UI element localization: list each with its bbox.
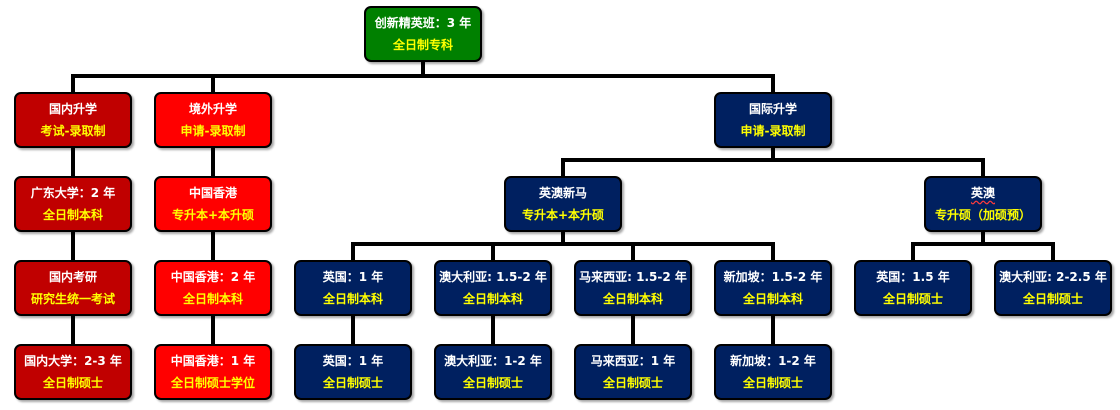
node-title: 国际升学	[748, 102, 797, 116]
node-subtitle: 全日制本科	[602, 292, 663, 306]
node-subtitle: 全日制硕士学位	[170, 376, 255, 390]
node-overseas-head: 境外升学 申请-录取制	[154, 92, 272, 148]
node-subtitle: 研究生统一考试	[30, 292, 115, 306]
node-ukaus-sg-my-head: 英澳新马 专升本+本升硕	[504, 176, 622, 232]
node-subtitle: 全日制本科	[742, 292, 803, 306]
node-uk-bachelor: 英国：1 年 全日制本科	[294, 260, 412, 316]
node-uk-master: 英国：1 年 全日制硕士	[294, 344, 412, 400]
node-sg-bachelor: 新加坡：1.5-2 年 全日制本科	[714, 260, 832, 316]
node-subtitle: 全日制硕士	[42, 376, 103, 390]
node-subtitle: 全日制专科	[392, 38, 453, 52]
node-my-master: 马来西亚：1 年 全日制硕士	[574, 344, 692, 400]
node-title: 中国香港：1 年	[170, 354, 256, 368]
node-title: 英国：1.5 年	[876, 270, 950, 284]
node-title: 广东大学：2 年	[30, 186, 116, 200]
node-title: 英澳	[970, 186, 995, 200]
node-title: 中国香港	[188, 186, 237, 200]
node-title: 马来西亚: 1.5-2 年	[579, 270, 687, 284]
node-ukaus-head: 英澳 专升硕（加硕预）	[924, 176, 1042, 232]
node-title: 英澳新马	[538, 186, 587, 200]
node-subtitle: 申请-录取制	[180, 124, 246, 138]
node-subtitle: 专升硕（加硕预）	[934, 208, 1031, 222]
node-title: 中国香港：2 年	[170, 270, 256, 284]
node-au-bachelor: 澳大利亚: 1.5-2 年 全日制本科	[434, 260, 552, 316]
node-overseas-item-1: 中国香港 专升本+本升硕	[154, 176, 272, 232]
node-subtitle: 全日制硕士	[322, 376, 383, 390]
node-title: 英国：1 年	[322, 270, 384, 284]
node-overseas-item-3: 中国香港：1 年 全日制硕士学位	[154, 344, 272, 400]
node-overseas-item-2: 中国香港：2 年 全日制本科	[154, 260, 272, 316]
node-domestic-head: 国内升学 考试-录取制	[14, 92, 132, 148]
node-domestic-item-3: 国内大学：2-3 年 全日制硕士	[14, 344, 132, 400]
node-title: 澳大利亚：1-2 年	[444, 354, 542, 368]
node-subtitle: 全日制硕士	[1022, 292, 1083, 306]
node-domestic-item-2: 国内考研 研究生统一考试	[14, 260, 132, 316]
node-subtitle: 申请-录取制	[740, 124, 806, 138]
node-title: 创新精英班：3 年	[374, 16, 472, 30]
node-subtitle: 全日制本科	[462, 292, 523, 306]
node-subtitle: 全日制本科	[322, 292, 383, 306]
node-subtitle: 考试-录取制	[40, 124, 106, 138]
node-domestic-item-1: 广东大学：2 年 全日制本科	[14, 176, 132, 232]
node-au-master-conversion: 澳大利亚: 2-2.5 年 全日制硕士	[994, 260, 1112, 316]
node-title: 国内大学：2-3 年	[24, 354, 122, 368]
node-title: 境外升学	[188, 102, 237, 116]
node-my-bachelor: 马来西亚: 1.5-2 年 全日制本科	[574, 260, 692, 316]
node-subtitle: 全日制本科	[42, 208, 103, 222]
node-uk-master-conversion: 英国：1.5 年 全日制硕士	[854, 260, 972, 316]
node-title: 新加坡：1.5-2 年	[723, 270, 823, 284]
node-au-master: 澳大利亚：1-2 年 全日制硕士	[434, 344, 552, 400]
node-title: 国内升学	[48, 102, 97, 116]
node-sg-master: 新加坡：1-2 年 全日制硕士	[714, 344, 832, 400]
node-title: 英国：1 年	[322, 354, 384, 368]
node-subtitle: 专升本+本升硕	[171, 208, 255, 222]
node-subtitle: 全日制硕士	[882, 292, 943, 306]
node-title: 马来西亚：1 年	[590, 354, 676, 368]
node-subtitle: 全日制本科	[182, 292, 243, 306]
node-title: 新加坡：1-2 年	[730, 354, 816, 368]
node-international-head: 国际升学 申请-录取制	[714, 92, 832, 148]
root-node: 创新精英班：3 年 全日制专科	[364, 6, 482, 62]
node-subtitle: 全日制硕士	[602, 376, 663, 390]
node-subtitle: 全日制硕士	[742, 376, 803, 390]
node-title: 澳大利亚: 2-2.5 年	[999, 270, 1107, 284]
node-subtitle: 专升本+本升硕	[521, 208, 605, 222]
node-subtitle: 全日制硕士	[462, 376, 523, 390]
node-title: 澳大利亚: 1.5-2 年	[439, 270, 547, 284]
node-title: 国内考研	[48, 270, 97, 284]
